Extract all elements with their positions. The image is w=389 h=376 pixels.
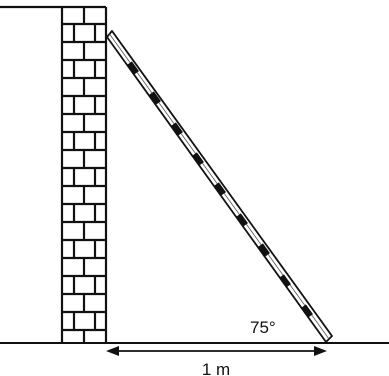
distance-arrowhead-right [314, 346, 327, 356]
angle-label: 75° [250, 318, 276, 337]
ladder-rung [149, 91, 161, 105]
ladder-rung [236, 213, 248, 227]
ladder-rung [171, 122, 183, 136]
distance-arrowhead-left [106, 346, 119, 356]
distance-label: 1 m [202, 360, 230, 376]
brick-wall [0, 5, 108, 343]
ladder-rung [279, 274, 291, 288]
ladder-rung [214, 182, 226, 196]
ladder-rung [127, 61, 139, 75]
distance-arrow [106, 346, 327, 356]
ladder-rung [301, 304, 313, 318]
ladder-rungs [127, 61, 313, 318]
ladder-rung [258, 243, 270, 257]
ladder [106, 30, 333, 343]
ladder-rung [192, 152, 204, 166]
